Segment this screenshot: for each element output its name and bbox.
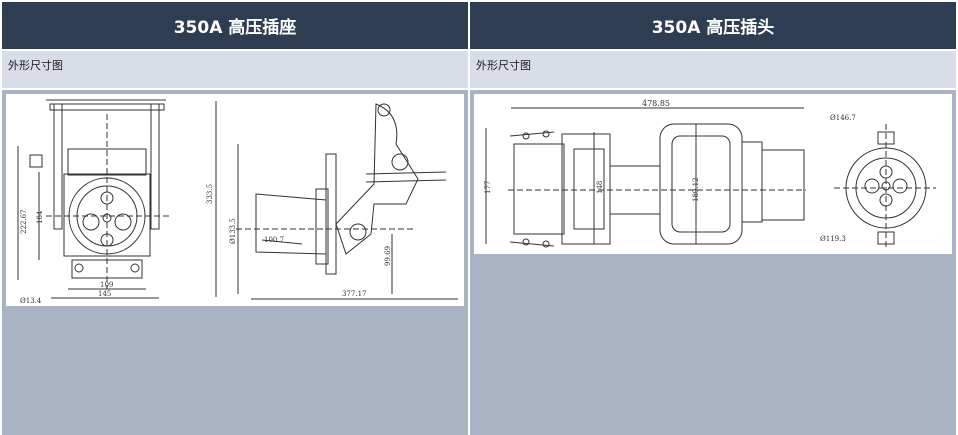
dim-119-3: Ø119.3 bbox=[820, 235, 846, 243]
dim-100-7: 100.7 bbox=[264, 236, 284, 244]
plug-subtitle: 外形尺寸图 bbox=[476, 59, 531, 72]
plug-column: 350A 高压插头 外形尺寸图 bbox=[470, 0, 956, 435]
dim-148: 148 bbox=[596, 181, 604, 194]
socket-subtitle: 外形尺寸图 bbox=[8, 59, 63, 72]
dim-146-7: Ø146.7 bbox=[830, 114, 856, 122]
dim-478-85: 478.85 bbox=[642, 99, 670, 108]
socket-title: 350A 高压插座 bbox=[2, 2, 468, 49]
dim-hole: Ø13.4 bbox=[20, 297, 42, 305]
socket-column: 350A 高压插座 外形尺寸图 bbox=[2, 0, 468, 435]
plug-title: 350A 高压插头 bbox=[470, 2, 956, 49]
dim-99-69: 99.69 bbox=[384, 246, 392, 266]
plug-drawing: 478.85 177 148 189.12 Ø146.7 Ø119.3 bbox=[474, 94, 952, 254]
socket-dimension-drawing: 222.67 184 109 145 Ø13.4 333.5 Ø133.5 10… bbox=[17, 99, 458, 305]
dim-333-5: 333.5 bbox=[206, 184, 214, 204]
dim-109: 109 bbox=[100, 281, 113, 289]
socket-drawing: 222.67 184 109 145 Ø13.4 333.5 Ø133.5 10… bbox=[6, 94, 464, 306]
socket-body: 222.67 184 109 145 Ø13.4 333.5 Ø133.5 10… bbox=[2, 90, 468, 435]
dim-189-12: 189.12 bbox=[692, 178, 700, 203]
dim-133-5: Ø133.5 bbox=[229, 218, 237, 244]
dim-184: 184 bbox=[36, 210, 44, 224]
dim-177: 177 bbox=[484, 181, 492, 194]
plug-dimension-drawing: 478.85 177 148 189.12 Ø146.7 Ø119.3 bbox=[484, 99, 936, 250]
plug-subtitle-row: 外形尺寸图 bbox=[470, 51, 956, 88]
socket-subtitle-row: 外形尺寸图 bbox=[2, 51, 468, 88]
dim-145: 145 bbox=[98, 290, 111, 298]
dim-222-67: 222.67 bbox=[20, 210, 28, 235]
plug-body: 478.85 177 148 189.12 Ø146.7 Ø119.3 bbox=[470, 90, 956, 435]
dim-377-17: 377.17 bbox=[342, 290, 367, 298]
